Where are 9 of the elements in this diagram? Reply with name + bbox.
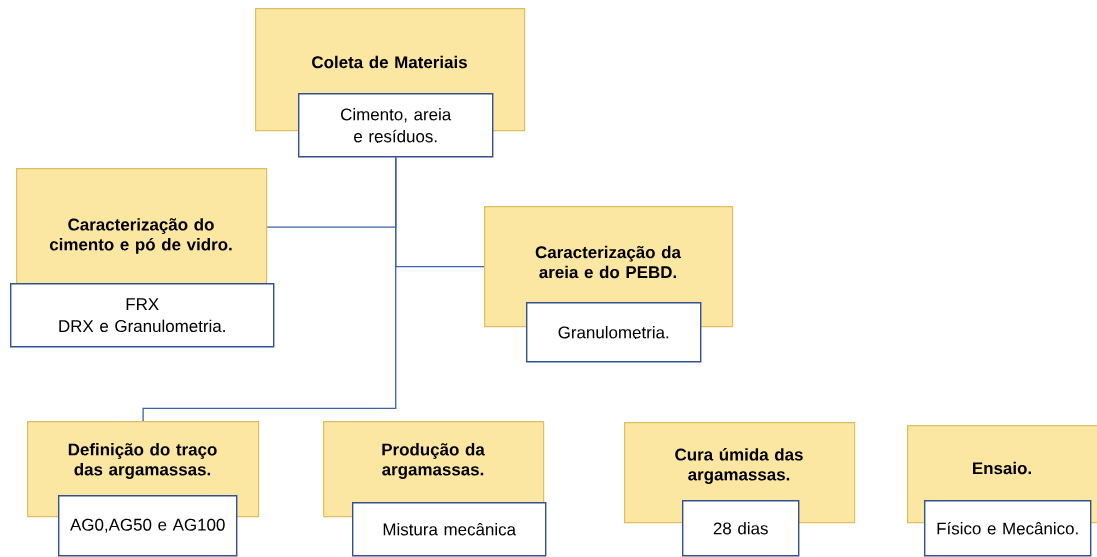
detail-box: Granulometria. — [526, 302, 702, 363]
detail-box: 28 dias — [682, 500, 800, 557]
detail-box: FRX DRX e Granulometria. — [10, 283, 275, 348]
connector-line — [142, 156, 397, 422]
detail-box: Mistura mecânica — [352, 502, 547, 557]
process-box: Caracterização do cimento e pó de vidro. — [16, 168, 268, 287]
detail-box: Físico e Mecânico. — [924, 500, 1092, 557]
detail-box: AG0,AG50 e AG100 — [58, 495, 238, 557]
detail-box: Cimento, areia e resíduos. — [298, 93, 494, 158]
